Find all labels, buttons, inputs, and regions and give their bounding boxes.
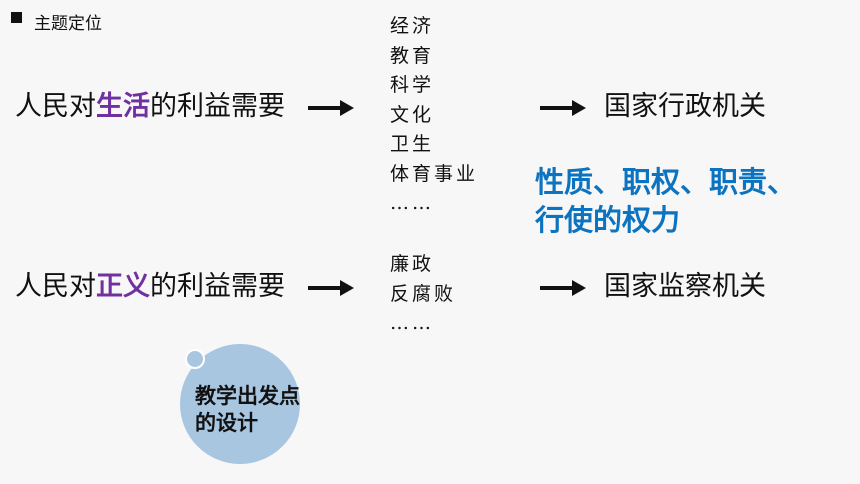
nature-line-1: 性质、职权、职责、 <box>535 165 797 199</box>
row-1-label-prefix: 人民对 <box>15 91 96 122</box>
page-title: 主题定位 <box>34 14 102 34</box>
list-item: 反腐败 <box>390 282 457 305</box>
list-item: 经济 <box>390 15 435 37</box>
row-2-label-suffix: 的利益需要 <box>150 271 285 302</box>
badge-line-1: 教学出发点 <box>195 384 300 408</box>
list-item: 文化 <box>390 103 435 126</box>
row-1-label-highlight: 生活 <box>96 91 150 122</box>
list-item: …… <box>390 312 434 334</box>
list-item: 教育 <box>390 44 435 67</box>
row-2-arrow-left-icon <box>308 280 354 296</box>
list-item: 体育事业 <box>390 162 479 185</box>
list-item: 卫生 <box>390 133 435 155</box>
row-2-label: 人民对正义的利益需要 <box>15 269 285 305</box>
row-1-label-suffix: 的利益需要 <box>150 91 285 122</box>
row-1-arrow-right-icon <box>540 100 586 116</box>
nature-text: 性质、职权、职责、 行使的权力 <box>535 163 796 239</box>
row-2-label-highlight: 正义 <box>96 271 150 302</box>
nature-line-2: 行使的权力 <box>535 203 681 237</box>
row-2-arrow-right-icon <box>540 280 586 296</box>
row-1-items-list: 经济 教育 科学 文化 卫生 体育事业 …… <box>390 12 478 219</box>
row-1-label: 人民对生活的利益需要 <box>15 89 285 125</box>
list-item: …… <box>390 192 434 214</box>
row-2-label-prefix: 人民对 <box>15 271 96 302</box>
badge-small-circle-icon <box>185 349 205 369</box>
header-square-icon <box>11 12 22 23</box>
row-1-arrow-left-icon <box>308 100 354 116</box>
row-1-target: 国家行政机关 <box>604 91 766 122</box>
row-2-items-list: 廉政 反腐败 …… <box>390 250 456 339</box>
list-item: 廉政 <box>390 253 435 275</box>
list-item: 科学 <box>390 74 435 96</box>
badge-text: 教学出发点 的设计 <box>195 383 300 437</box>
row-2-target: 国家监察机关 <box>604 271 766 302</box>
badge-line-2: 的设计 <box>195 411 258 435</box>
